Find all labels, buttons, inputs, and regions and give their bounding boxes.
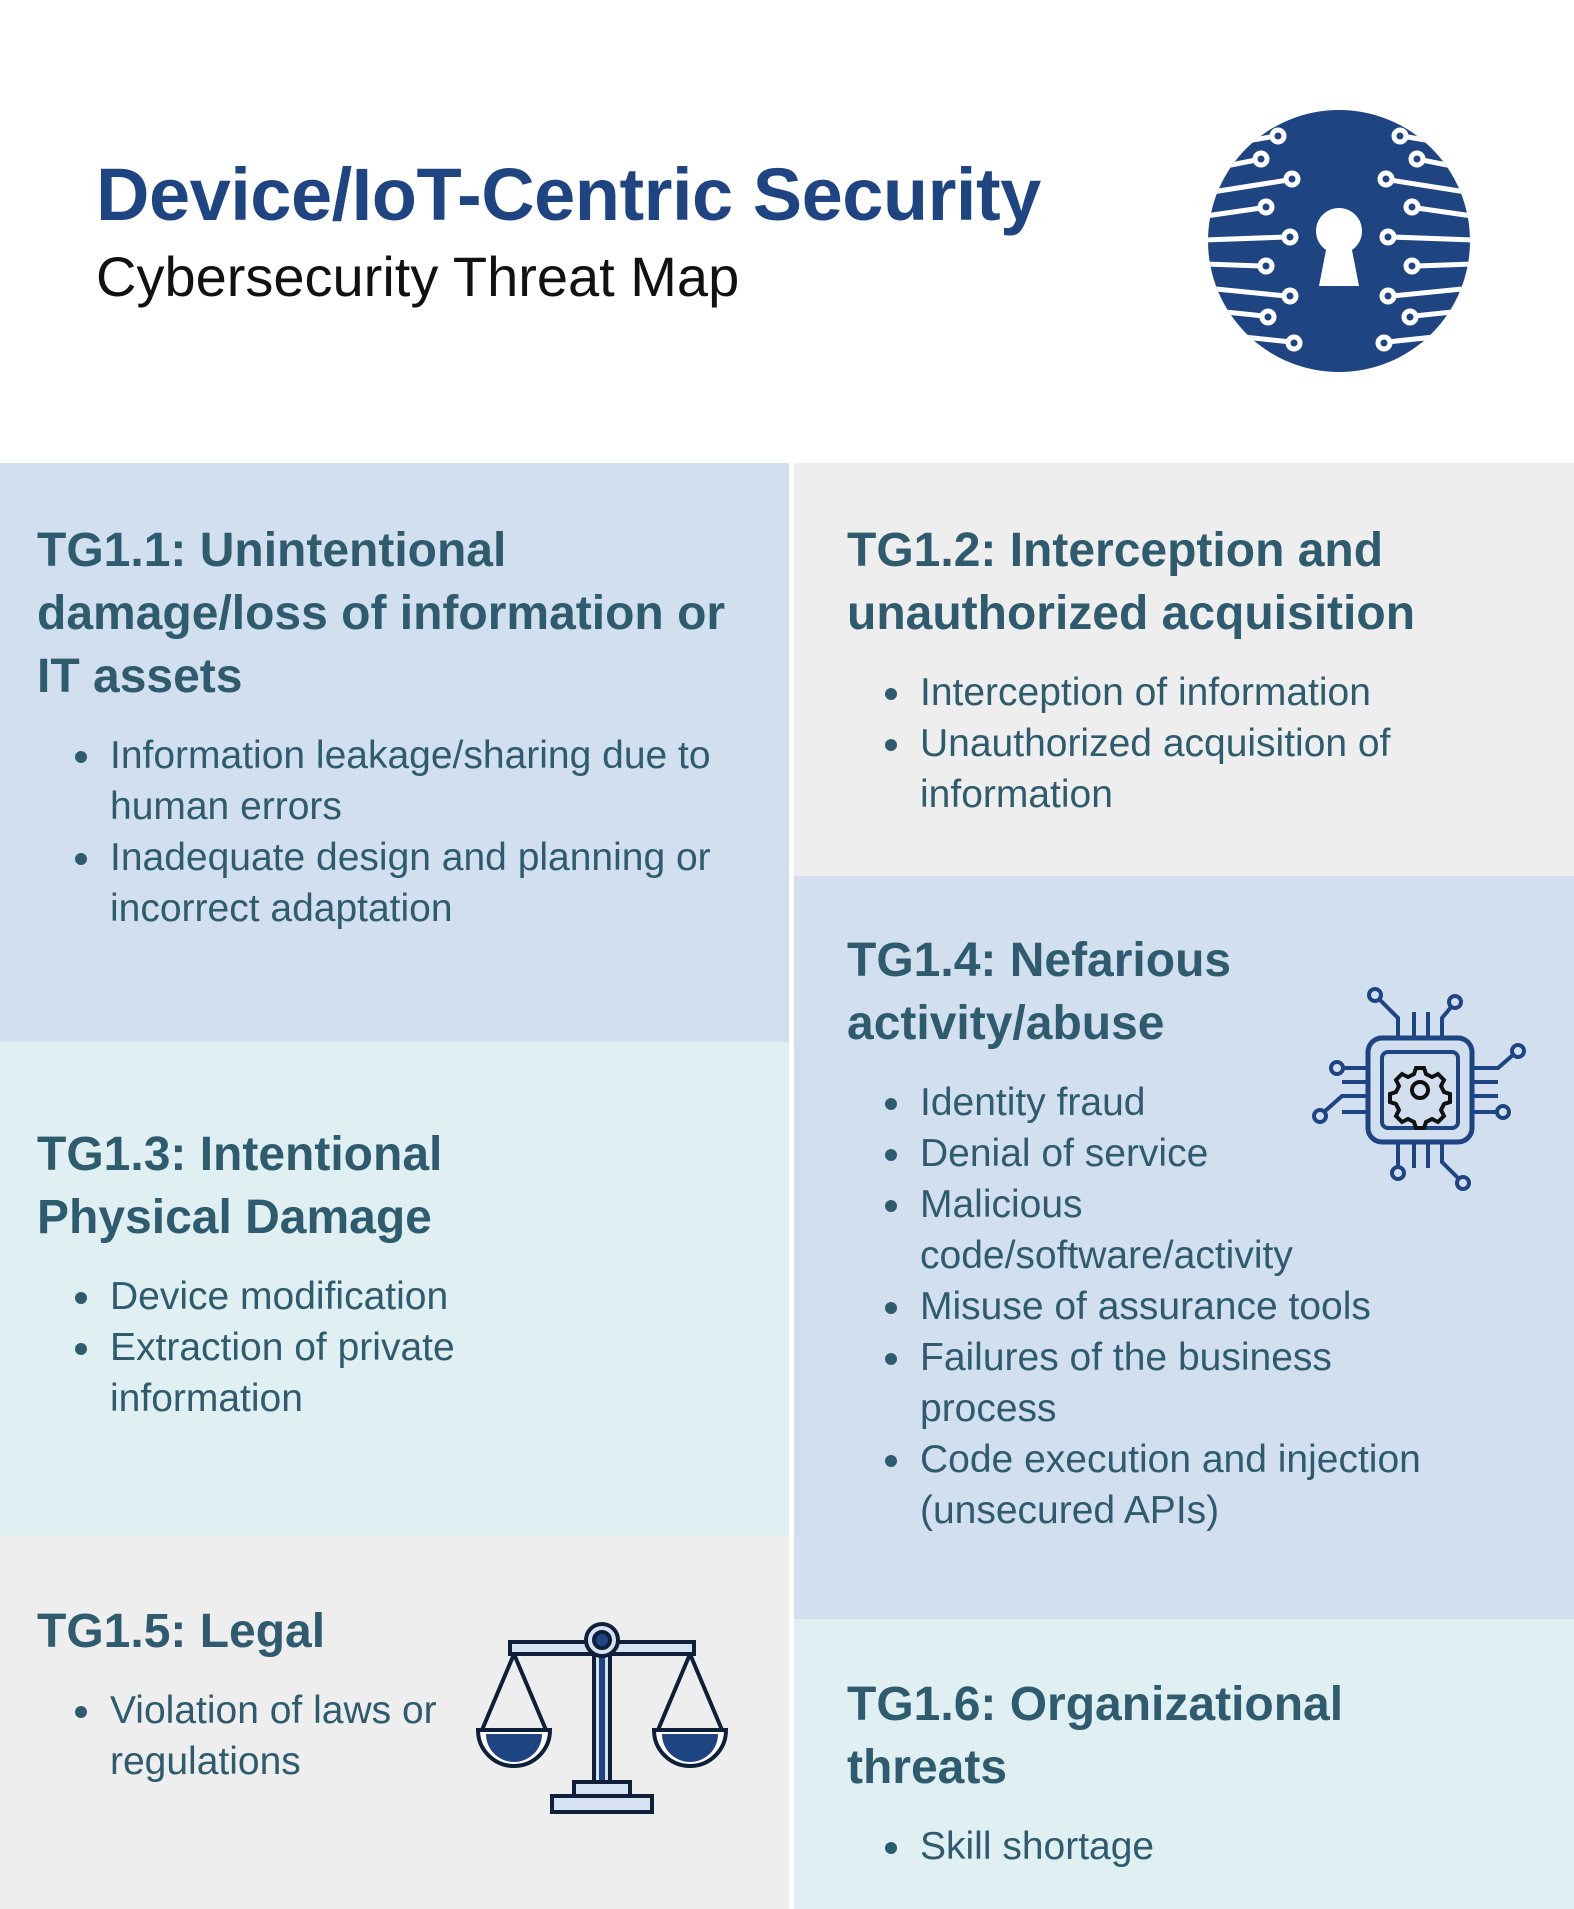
list-item: Code execution and injection (unsecured … [847,1434,1480,1536]
list-item: Inadequate design and planning or incorr… [37,832,769,934]
page-title: Device/IoT-Centric Security [96,153,1041,236]
list-item: Interception of information [847,667,1554,718]
threat-heading: TG1.4: Nefarious activity/abuse [847,934,1232,1050]
threat-heading: TG1.2: Interception and unauthorized acq… [847,524,1416,640]
threat-panel-tg1-4: TG1.4: Nefarious activity/abuse Identity… [794,876,1574,1619]
scales-of-justice-icon [475,1622,729,1814]
threat-panel-tg1-2: TG1.2: Interception and unauthorized acq… [794,463,1574,876]
list-item: Device modification [37,1271,769,1322]
threat-list: Skill shortage [847,1821,1554,1872]
threat-heading: TG1.3: Intentional Physical Damage [37,1128,443,1244]
list-item: Unauthorized acquisition of information [847,718,1554,820]
page-subtitle: Cybersecurity Threat Map [96,245,740,308]
list-item: Skill shortage [847,1821,1554,1872]
threat-list: Device modification Extraction of privat… [37,1271,769,1424]
globe-keyhole-circuit-icon [1208,110,1470,372]
threat-list: Information leakage/sharing due to human… [37,730,769,934]
threat-panel-tg1-6: TG1.6: Organizational threats Skill shor… [794,1619,1574,1909]
chip-gear-icon [1312,987,1526,1191]
threat-list: Violation of laws or regulations [37,1685,769,1787]
threat-list: Identity fraud Denial of service Malicio… [847,1077,1554,1536]
threat-panel-tg1-5: TG1.5: Legal Violation of laws or regula… [0,1536,789,1909]
list-item: Denial of service [847,1128,1554,1179]
threat-panel-tg1-1: TG1.1: Unintentional damage/loss of info… [0,463,789,1042]
list-item: Extraction of private information [37,1322,470,1424]
list-item: Information leakage/sharing due to human… [37,730,769,832]
list-item: Identity fraud [847,1077,1554,1128]
list-item: Malicious code/software/activity [847,1179,1440,1281]
list-item: Failures of the business process [847,1332,1420,1434]
list-item: Violation of laws or regulations [37,1685,440,1787]
threat-list: Interception of information Unauthorized… [847,667,1554,820]
list-item: Misuse of assurance tools [847,1281,1554,1332]
threat-heading: TG1.5: Legal [37,1605,326,1658]
threat-heading: TG1.6: Organizational threats [847,1678,1344,1794]
threat-panel-tg1-3: TG1.3: Intentional Physical Damage Devic… [0,1042,789,1536]
threat-heading: TG1.1: Unintentional damage/loss of info… [37,524,726,703]
